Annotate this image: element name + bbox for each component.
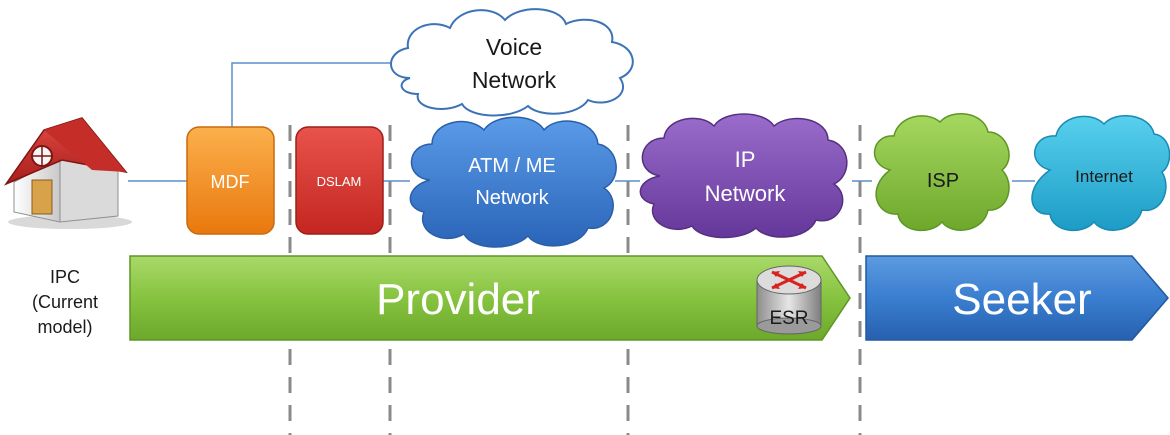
dslam-label: DSLAM [317, 174, 362, 189]
voice-cloud-line2: Network [472, 67, 557, 93]
dslam-box: DSLAM [295, 126, 384, 235]
house-label-line1: IPC [50, 267, 80, 287]
seeker-arrow: Seeker [865, 255, 1169, 341]
mdf-box: MDF [186, 126, 275, 235]
ip-cloud-line2: Network [705, 181, 787, 206]
atm-me-network-cloud: ATM / ME Network [409, 116, 617, 248]
esr-label: ESR [769, 308, 808, 329]
mdf-label: MDF [211, 172, 250, 192]
ip-cloud-line1: IP [735, 147, 756, 172]
voice-cloud-line1: Voice [486, 34, 542, 60]
connection-lines [128, 62, 1035, 182]
voice-network-cloud: Voice Network [390, 8, 634, 117]
provider-arrow: Provider [129, 255, 851, 341]
house-label-line3: model) [37, 317, 92, 337]
router-icon: ESR [756, 265, 822, 335]
provider-label: Provider [376, 275, 540, 324]
seeker-label: Seeker [952, 275, 1091, 324]
isp-label: ISP [927, 170, 959, 192]
atm-cloud-line1: ATM / ME [468, 155, 555, 177]
isp-cloud: ISP [873, 113, 1010, 232]
house-icon [3, 117, 132, 229]
internet-cloud: Internet [1031, 115, 1170, 232]
internet-label: Internet [1075, 167, 1133, 186]
line-mdf-voice [231, 62, 392, 128]
ip-network-cloud: IP Network [639, 113, 848, 239]
atm-cloud-line2: Network [475, 187, 549, 209]
house-label-line2: (Current [32, 292, 98, 312]
